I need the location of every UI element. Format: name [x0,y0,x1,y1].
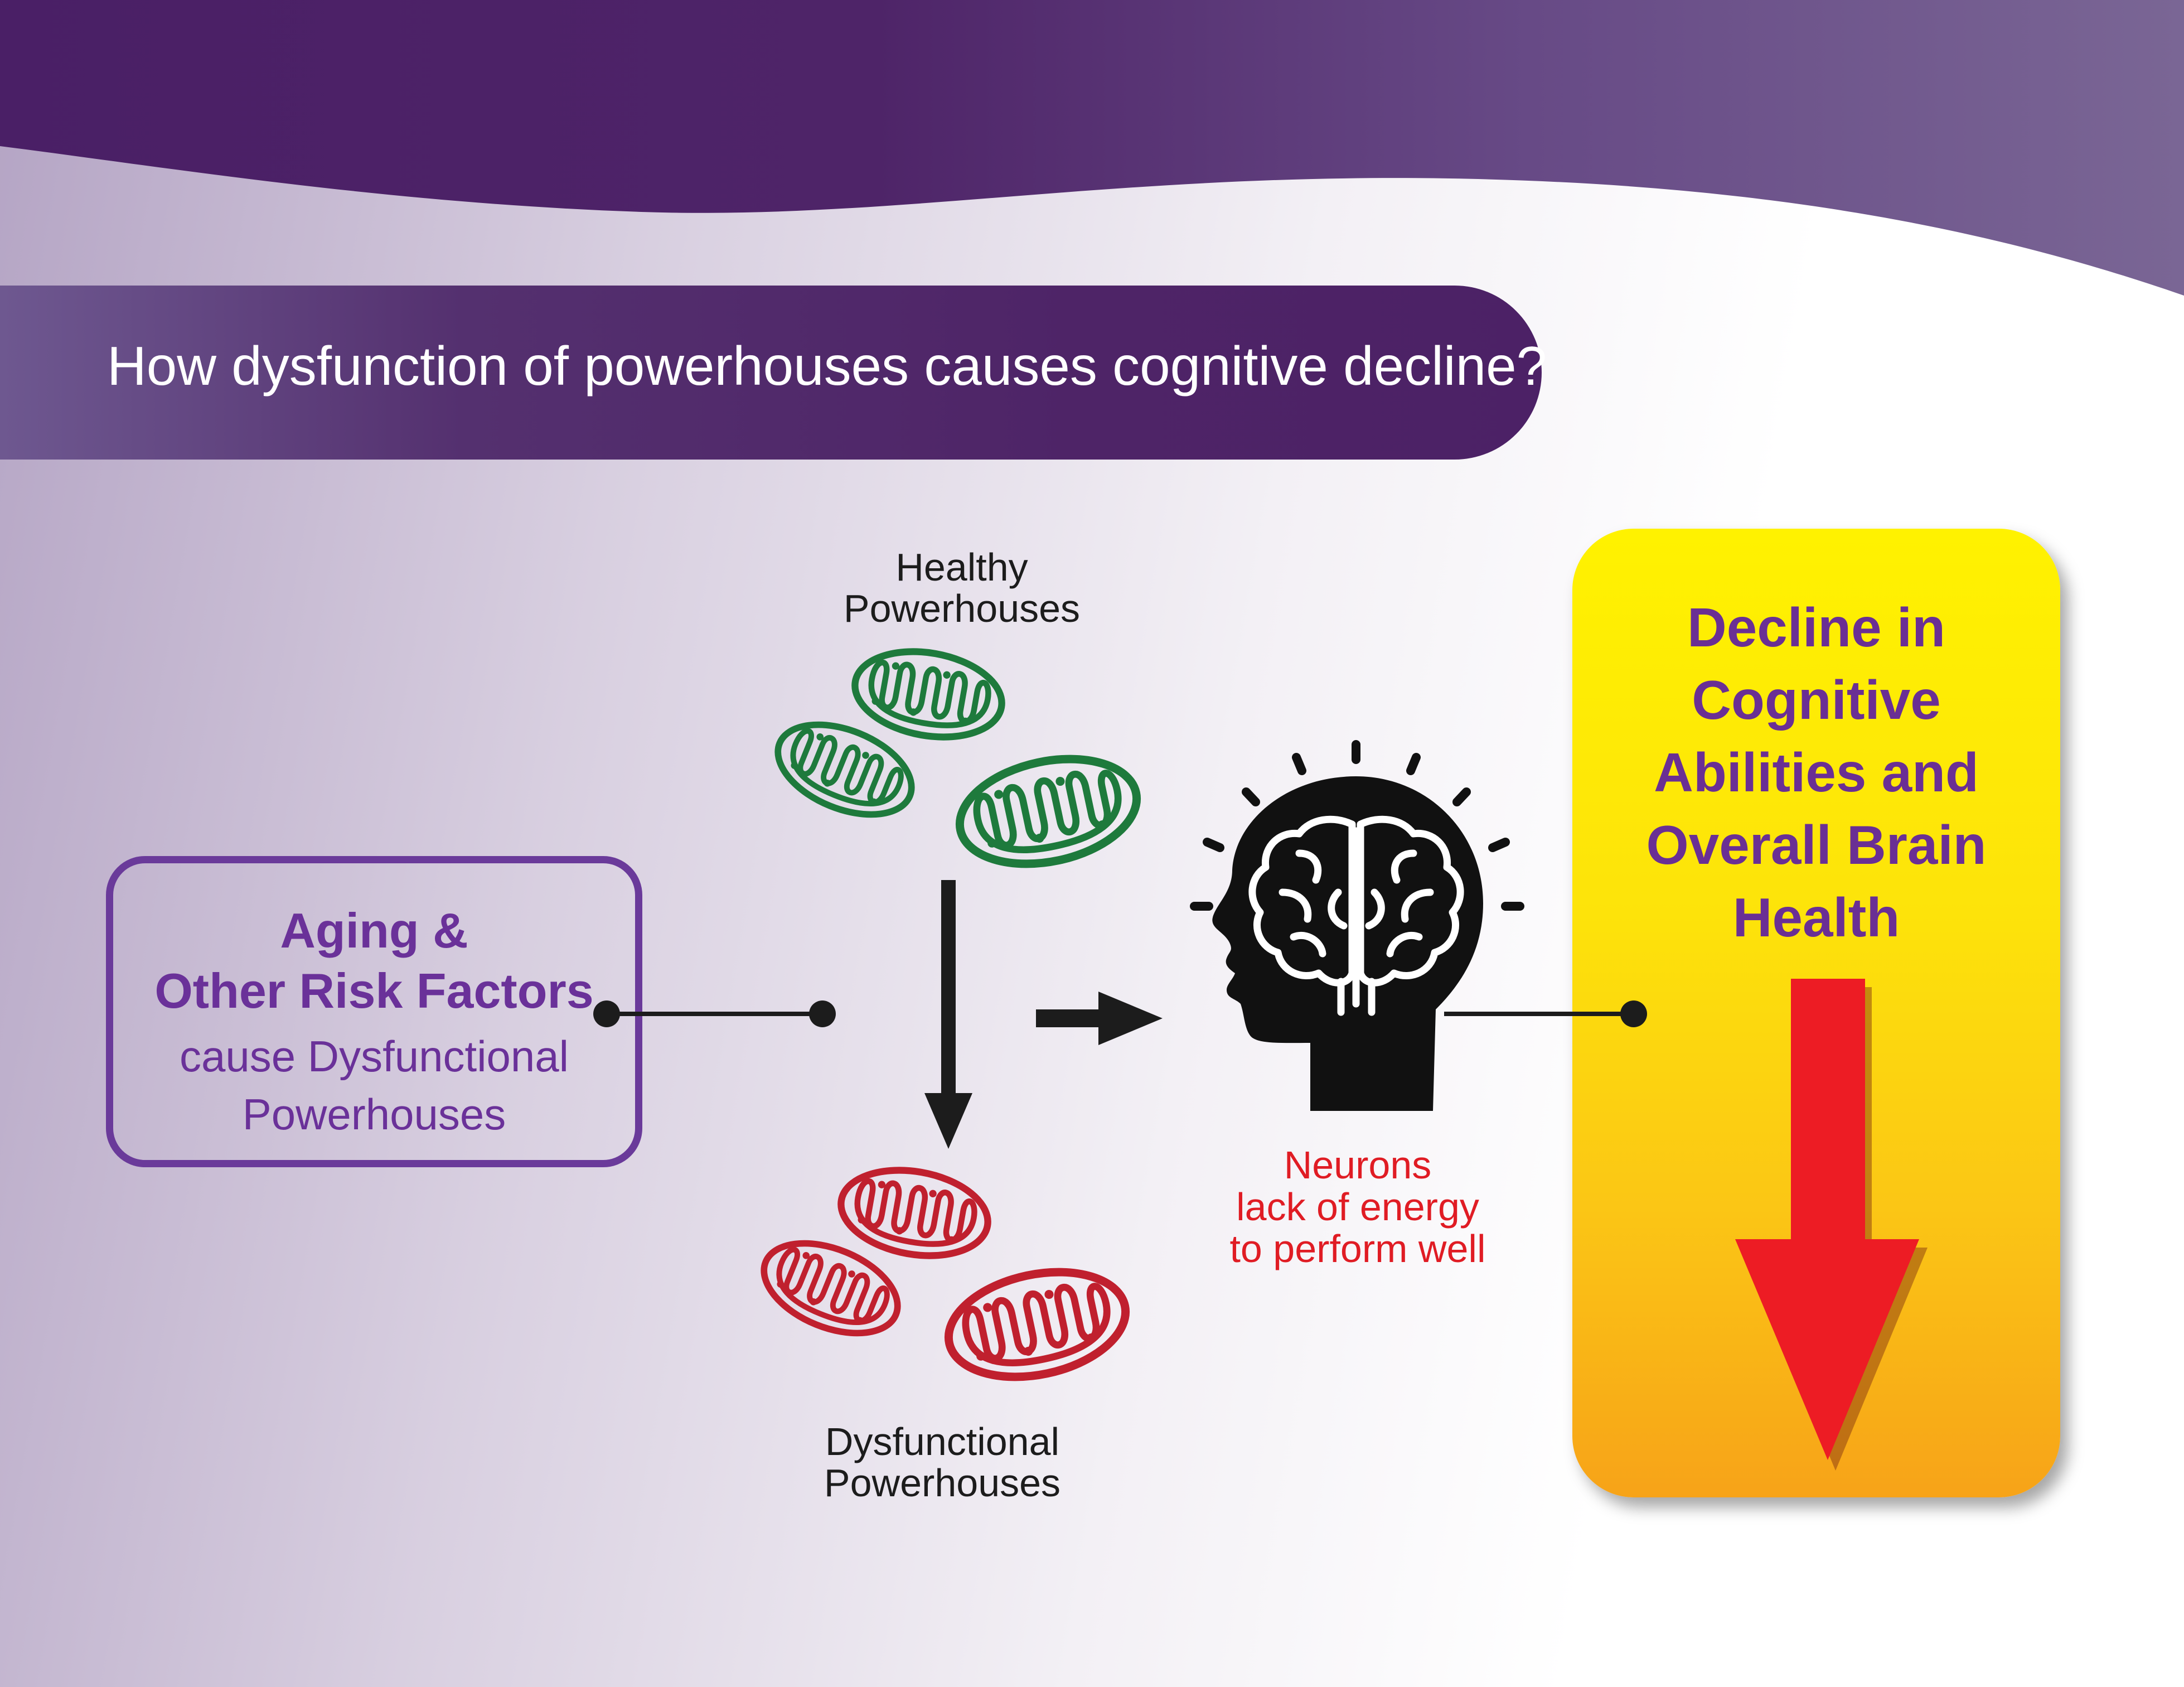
healthy-label-line-1: Healthy [895,545,1028,589]
title-banner [0,286,1542,460]
risk-factors-box [106,856,642,1167]
arrow-down-icon [924,880,972,1149]
neurons-label-line-2: lack of energy [1236,1185,1479,1229]
head-brain-icon [1190,740,1524,1111]
neurons-label-line-3: to perform well [1229,1227,1486,1270]
risk-sub-line-1: cause Dysfunctional [179,1032,569,1081]
neurons-label-line-1: Neurons [1284,1143,1432,1187]
mitochondria-icon [765,707,924,833]
healthy-label-line-2: Powerhouses [843,587,1081,630]
risk-factors-title: Aging & Other Risk Factors [106,901,642,1021]
outcome-line-3: Abilities and [1654,742,1979,803]
mitochondria-icon [751,1226,911,1351]
outcome-line-2: Cognitive [1692,669,1941,731]
dysfunctional-mitochondria-group [751,1159,1135,1392]
mitochondria-icon [848,641,1009,748]
outcome-connector [1444,1000,1647,1027]
neurons-label: Neurons lack of energy to perform well [1163,1144,1553,1270]
healthy-label: Healthy Powerhouses [767,547,1157,629]
dysfunctional-label-line-1: Dysfunctional [825,1420,1060,1463]
outcome-line-1: Decline in [1687,597,1945,658]
risk-factors-subtitle: cause Dysfunctional Powerhouses [106,1023,642,1139]
mitochondria-icon [950,744,1146,879]
outcome-line-4: Overall Brain [1646,814,1987,876]
page-title: How dysfunction of powerhouses causes co… [107,335,1547,397]
outcome-line-5: Health [1732,887,1900,948]
risk-title-line-1: Aging & [280,903,468,958]
risk-sub-line-2: Powerhouses [242,1090,506,1139]
healthy-mitochondria-group [765,641,1146,879]
arrow-right-icon [1036,992,1163,1045]
risk-connector [593,1000,836,1027]
mitochondria-icon [939,1257,1135,1392]
risk-title-line-2: Other Risk Factors [154,963,594,1018]
mitochondria-icon [834,1159,995,1267]
outcome-text: Decline in Cognitive Abilities and Overa… [1572,591,2060,954]
dysfunctional-label: Dysfunctional Powerhouses [747,1421,1137,1504]
decline-arrow-icon [1735,979,1928,1471]
dysfunctional-label-line-2: Powerhouses [824,1461,1061,1505]
